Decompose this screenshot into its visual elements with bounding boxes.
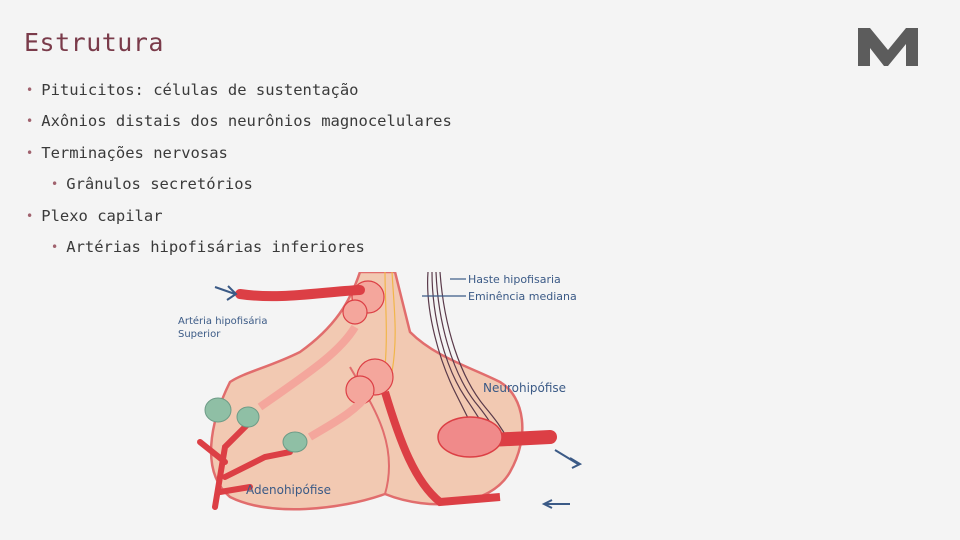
bullet-item: • Pituicitos: células de sustentação — [26, 74, 452, 106]
vascular-bundle — [438, 417, 502, 457]
bullet-item: • Axônios distais dos neurônios magnocelu… — [26, 106, 452, 138]
bullet-dot-icon: • — [26, 204, 33, 228]
bullet-text: Pituicitos: células de sustentação — [41, 78, 358, 102]
label-eminencia: Eminência mediana — [468, 290, 577, 303]
bullet-dot-icon: • — [26, 109, 33, 133]
bullet-dot-icon: • — [26, 141, 33, 165]
bullet-text: Plexo capilar — [41, 204, 162, 228]
label-adenohipofise: Adenohipófise — [246, 483, 331, 497]
label-superior: Superior — [178, 329, 221, 340]
label-haste: Haste hipofisaria — [468, 273, 561, 286]
pituitary-illustration: Haste hipofisaria Eminência mediana Arté… — [170, 272, 610, 522]
bullet-list: • Pituicitos: células de sustentação • Axô… — [26, 74, 452, 263]
bullet-dot-icon: • — [26, 78, 33, 102]
bullet-text: Artérias hipofisárias inferiores — [66, 235, 365, 259]
bullet-item: • Plexo capilar — [26, 200, 452, 232]
bullet-text: Grânulos secretórios — [66, 172, 253, 196]
sub-bullet-item: • Artérias hipofisárias inferiores — [26, 232, 452, 264]
bullet-text: Terminações nervosas — [41, 141, 228, 165]
label-neurohipofise: Neurohipófise — [483, 381, 566, 395]
superior-artery — [240, 290, 360, 296]
bullet-dot-icon: • — [51, 235, 58, 259]
bullet-text: Axônios distais dos neurônios magnocelul… — [41, 109, 452, 133]
sub-bullet-item: • Grânulos secretórios — [26, 169, 452, 201]
bullet-dot-icon: • — [51, 172, 58, 196]
label-arteria: Artéria hipofisária — [178, 315, 267, 327]
brand-logo — [856, 26, 920, 68]
arrow-icon — [544, 500, 570, 508]
arrow-icon — [555, 450, 580, 468]
slide-title: Estrutura — [24, 28, 164, 57]
bullet-item: • Terminações nervosas — [26, 137, 452, 169]
arrow-icon — [215, 286, 236, 300]
